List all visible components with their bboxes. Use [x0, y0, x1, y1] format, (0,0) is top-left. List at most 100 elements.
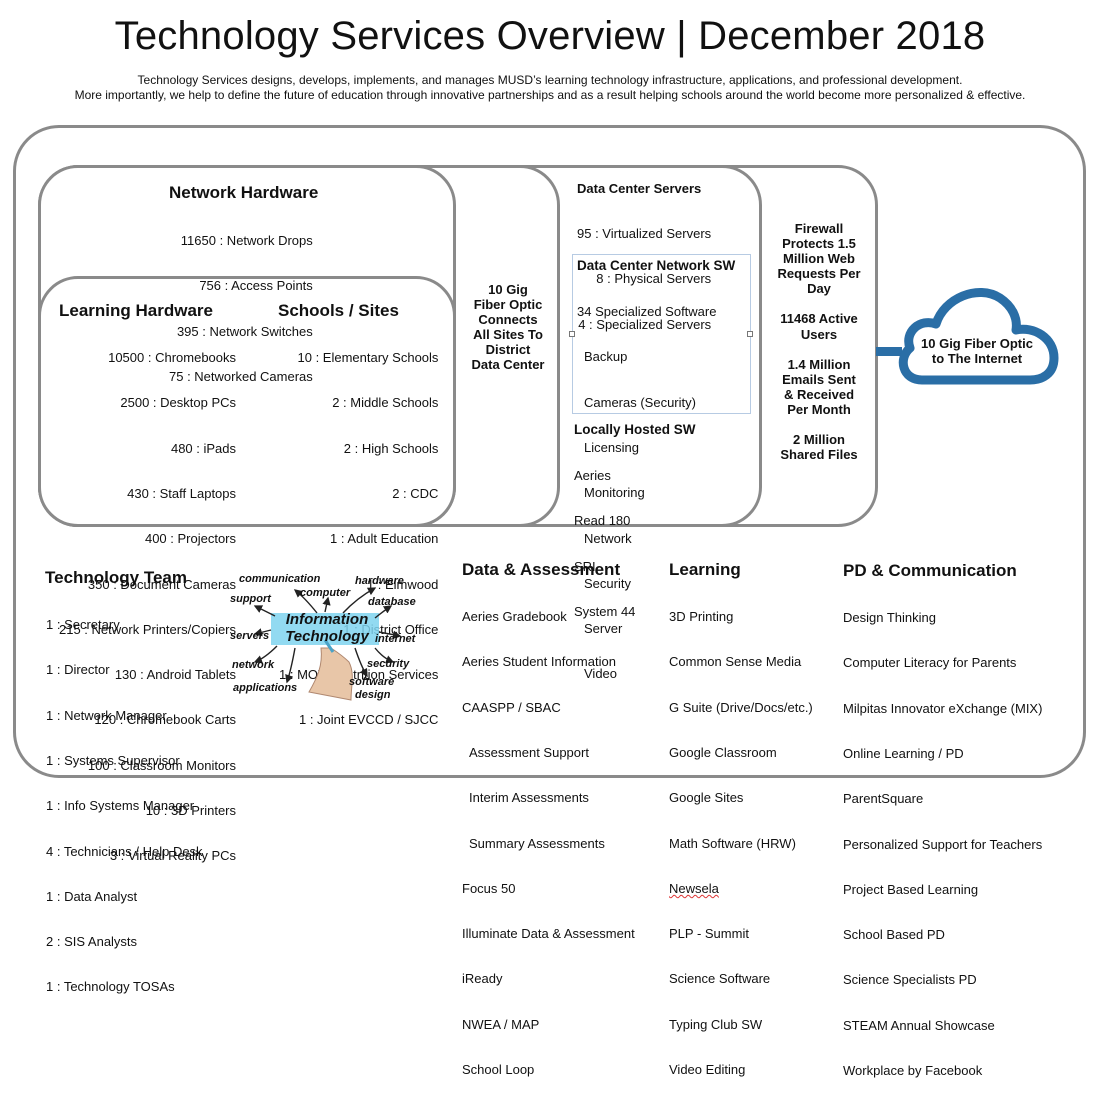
list-item: 1 : Adult Education	[330, 531, 439, 547]
list-item: 1 : Joint EVCCD / SJCC	[298, 712, 439, 728]
list-item: 2 : High Schools	[343, 440, 439, 456]
list-item: CAASPP / SBAC	[462, 699, 561, 715]
list-item: 215 : Network Printers/Copiers	[59, 621, 237, 637]
list-item: Aeries	[574, 468, 611, 484]
list-item: 1 : Systems Supervisor	[46, 753, 180, 769]
list-item: Illuminate Data & Assessment	[462, 926, 635, 942]
emails-stat: 1.4 Million Emails Sent & Received Per M…	[782, 356, 856, 417]
list-item: Network	[584, 530, 632, 546]
list-item: Typing Club SW	[669, 1016, 763, 1032]
list-item: 3D Printing	[669, 609, 734, 625]
technology-team-list: 1 : Secretary 1 : Director 1 : Network M…	[46, 587, 203, 1010]
word-internet: internet	[375, 633, 416, 645]
list-item: 95 : Virtualized Servers	[577, 226, 712, 242]
list-item: 1 : Network Manager	[46, 707, 167, 723]
list-item: Interim Assessments	[469, 790, 589, 806]
internet-connector	[876, 347, 902, 356]
list-item: Google Sites	[669, 790, 744, 806]
word-servers: servers	[230, 630, 270, 642]
word-software: software	[349, 676, 395, 688]
data-center-servers-list: 95 : Virtualized Servers 8 : Physical Se…	[577, 196, 711, 347]
resize-handle[interactable]	[747, 331, 753, 337]
shared-files-stat: 2 Million Shared Files	[780, 432, 858, 463]
information-technology-label: Information Technology	[285, 611, 369, 645]
word-communication: communication	[239, 573, 321, 585]
list-item: Workplace by Facebook	[843, 1063, 983, 1078]
data-center-servers-title: Data Center Servers	[577, 181, 702, 196]
list-item: 4 : Technicians / Help Desk	[46, 843, 203, 859]
list-item: NWEA / MAP	[462, 1016, 540, 1032]
fiber-connects-text: 10 Gig Fiber Optic Connects All Sites To…	[471, 282, 545, 373]
list-item: Backup	[584, 349, 628, 365]
data-center-network-sw-title: Data Center Network SW	[577, 258, 736, 273]
list-item: Read 180	[574, 513, 631, 529]
list-item: SRI	[574, 558, 596, 574]
list-item: 2 : Middle Schools	[332, 395, 439, 411]
word-network: network	[232, 659, 275, 671]
list-item: Video	[584, 666, 618, 682]
data-assessment-title: Data & Assessment	[462, 560, 621, 579]
list-item: 1 : Elmwood	[366, 576, 439, 592]
technology-team-title: Technology Team	[45, 568, 188, 587]
list-item: School Based PD	[843, 927, 945, 943]
locally-hosted-sw-list: Aeries Read 180 SRI System 44	[574, 438, 635, 634]
locally-hosted-sw-title: Locally Hosted SW	[574, 422, 696, 437]
list-item: Aeries Student Information	[462, 654, 616, 670]
firewall-stats: Firewall Protects 1.5 Million Web Reques…	[768, 221, 870, 462]
data-center-network-sw-list: 34 Specialized Software Backup Cameras (…	[577, 274, 716, 697]
list-item: 75 : Networked Cameras	[169, 369, 313, 385]
subtitle-line-1: Technology Services designs, develops, i…	[137, 73, 963, 87]
network-hardware-list: 11650 : Network Drops 756 : Access Point…	[169, 203, 313, 399]
list-item: 120 : Chromebook Carts	[94, 712, 237, 728]
list-item: Aeries Gradebook	[462, 609, 567, 625]
subtitle-line-2: More importantly, we help to define the …	[74, 88, 1026, 102]
list-item: STEAM Annual Showcase	[843, 1017, 995, 1033]
list-item: 8 : Physical Servers	[596, 271, 712, 287]
list-item: Monitoring	[584, 485, 645, 501]
list-item: System 44	[574, 604, 636, 620]
data-assessment-list: Aeries Gradebook Aeries Student Informat…	[462, 579, 635, 1092]
list-item: 100 : Classroom Monitors	[87, 757, 237, 773]
list-item: 130 : Android Tablets	[114, 667, 237, 683]
list-item: 2 : SIS Analysts	[46, 934, 138, 950]
list-item: Online Learning / PD	[843, 746, 964, 762]
word-security: security	[367, 658, 410, 670]
cloud-icon	[898, 288, 1059, 385]
list-item: 400 : Projectors	[144, 531, 237, 547]
word-computer: computer	[300, 587, 351, 599]
resize-handle[interactable]	[569, 331, 575, 337]
pd-communication-title: PD & Communication	[843, 561, 1017, 580]
list-item: Focus 50	[462, 880, 516, 896]
list-item: Project Based Learning	[843, 881, 979, 897]
list-item: Licensing	[584, 440, 639, 456]
list-item: 4 : Specialized Servers	[578, 316, 712, 332]
list-item: School Loop	[462, 1062, 535, 1077]
word-design: design	[355, 689, 391, 701]
learning-list: 3D Printing Common Sense Media G Suite (…	[669, 579, 813, 1092]
learning-title: Learning	[669, 560, 741, 579]
learning-hardware-title: Learning Hardware	[59, 301, 213, 320]
list-item: 1 : Director	[46, 662, 110, 678]
network-hardware-title: Network Hardware	[169, 183, 319, 202]
word-support: support	[230, 593, 271, 605]
list-item: 395 : Network Switches	[176, 323, 313, 339]
list-item: G Suite (Drive/Docs/etc.)	[669, 699, 813, 715]
firewall-stat-block: Firewall Protects 1.5 Million Web Reques…	[777, 221, 861, 297]
word-hardware: hardware	[355, 575, 404, 587]
cloud-label: 10 Gig Fiber Optic to The Internet	[921, 336, 1033, 367]
list-item: Video Editing	[669, 1062, 746, 1077]
list-item: Common Sense Media	[669, 654, 802, 670]
list-item: Google Classroom	[669, 745, 777, 761]
word-applications: applications	[233, 682, 298, 694]
active-users-stat: 11468 Active Users	[780, 311, 858, 342]
list-item: 1 : Technology TOSAs	[46, 979, 175, 995]
list-item: 34 Specialized Software	[577, 304, 717, 320]
schools-sites-title: Schools / Sites	[278, 301, 399, 320]
list-item: 350 : Document Cameras	[87, 576, 237, 592]
list-item: 10500 : Chromebooks	[108, 350, 237, 366]
list-item: Summary Assessments	[469, 835, 605, 851]
list-item: Computer Literacy for Parents	[843, 655, 1017, 671]
list-item: Personalized Support for Teachers	[843, 836, 1043, 852]
list-item: Science Specialists PD	[843, 972, 977, 988]
list-item: ParentSquare	[843, 791, 924, 807]
